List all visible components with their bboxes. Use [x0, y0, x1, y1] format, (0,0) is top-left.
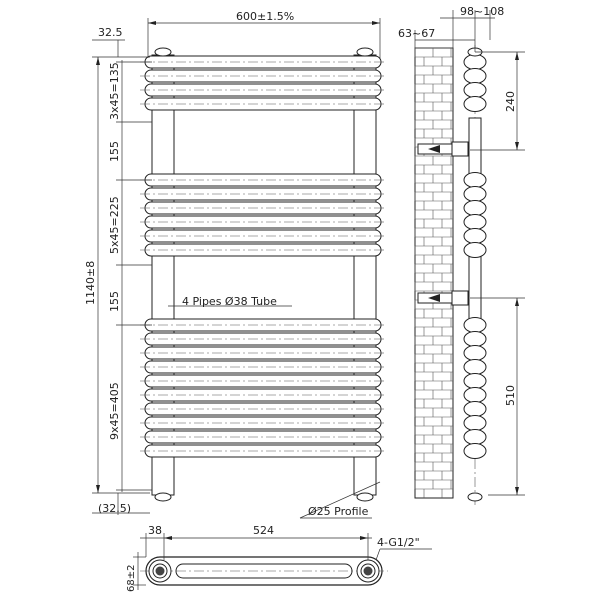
profile-bead	[463, 172, 487, 188]
left-pipe-end	[148, 559, 172, 583]
lower-bracket	[417, 290, 469, 306]
pipe-spacing-label: 524	[253, 524, 274, 537]
side-view	[414, 45, 487, 505]
profile-bead	[463, 96, 487, 112]
profile-bead	[463, 401, 487, 417]
profile-bead	[463, 331, 487, 347]
lower-gap-label: 155	[108, 291, 121, 312]
profile-bead	[463, 317, 487, 333]
bottom-offset-label: (32.5)	[98, 502, 131, 515]
profile-bead	[463, 54, 487, 70]
profile-note: Ø25 Profile	[308, 505, 369, 518]
profile-bead	[463, 359, 487, 375]
profile-bead	[463, 345, 487, 361]
top-group-label: 3x45=135	[108, 62, 121, 120]
profile-bead	[463, 200, 487, 216]
overall-width-label: 600±1.5%	[236, 10, 294, 23]
plan-view: 38 524 68±2 4-G1/2"	[126, 524, 432, 592]
bracket-top-label: 240	[504, 91, 517, 112]
profile-bead	[463, 443, 487, 459]
right-pipe-end	[356, 559, 380, 583]
radiator-side-profile	[463, 45, 487, 505]
wall-gap-label: 63~67	[398, 27, 435, 40]
side-dimensions: 98~108 63~67 240 510	[398, 5, 525, 496]
top-offset-label: 32.5	[98, 26, 123, 39]
bottom-group-label: 9x45=405	[108, 382, 121, 440]
profile-bead	[463, 228, 487, 244]
profile-bead	[463, 186, 487, 202]
wall-bricks	[414, 47, 453, 498]
total-height-label: 1140±8	[84, 261, 97, 305]
upper-bracket	[417, 141, 469, 157]
profile-bead	[463, 214, 487, 230]
profile-bead	[463, 387, 487, 403]
depth-range-label: 98~108	[460, 5, 504, 18]
profile-depth-label: 68±2	[126, 565, 137, 592]
thread-note: 4-G1/2"	[377, 536, 420, 549]
front-dimensions: 600±1.5% 32.5 (32.5) 1140±8 3x45=135 155…	[84, 10, 381, 519]
upper-gap-label: 155	[108, 141, 121, 162]
profile-bead	[463, 82, 487, 98]
profile-bead	[463, 415, 487, 431]
bracket-spacing-label: 510	[504, 385, 517, 406]
profile-bead	[463, 429, 487, 445]
front-view	[140, 47, 386, 502]
horizontal-bars	[140, 47, 386, 502]
profile-bead	[463, 373, 487, 389]
profile-bead	[463, 242, 487, 258]
pipe-offset-label: 38	[148, 524, 162, 537]
middle-group-label: 5x45=225	[108, 196, 121, 254]
profile-bead	[463, 68, 487, 84]
pipes-note: 4 Pipes Ø38 Tube	[182, 295, 277, 308]
